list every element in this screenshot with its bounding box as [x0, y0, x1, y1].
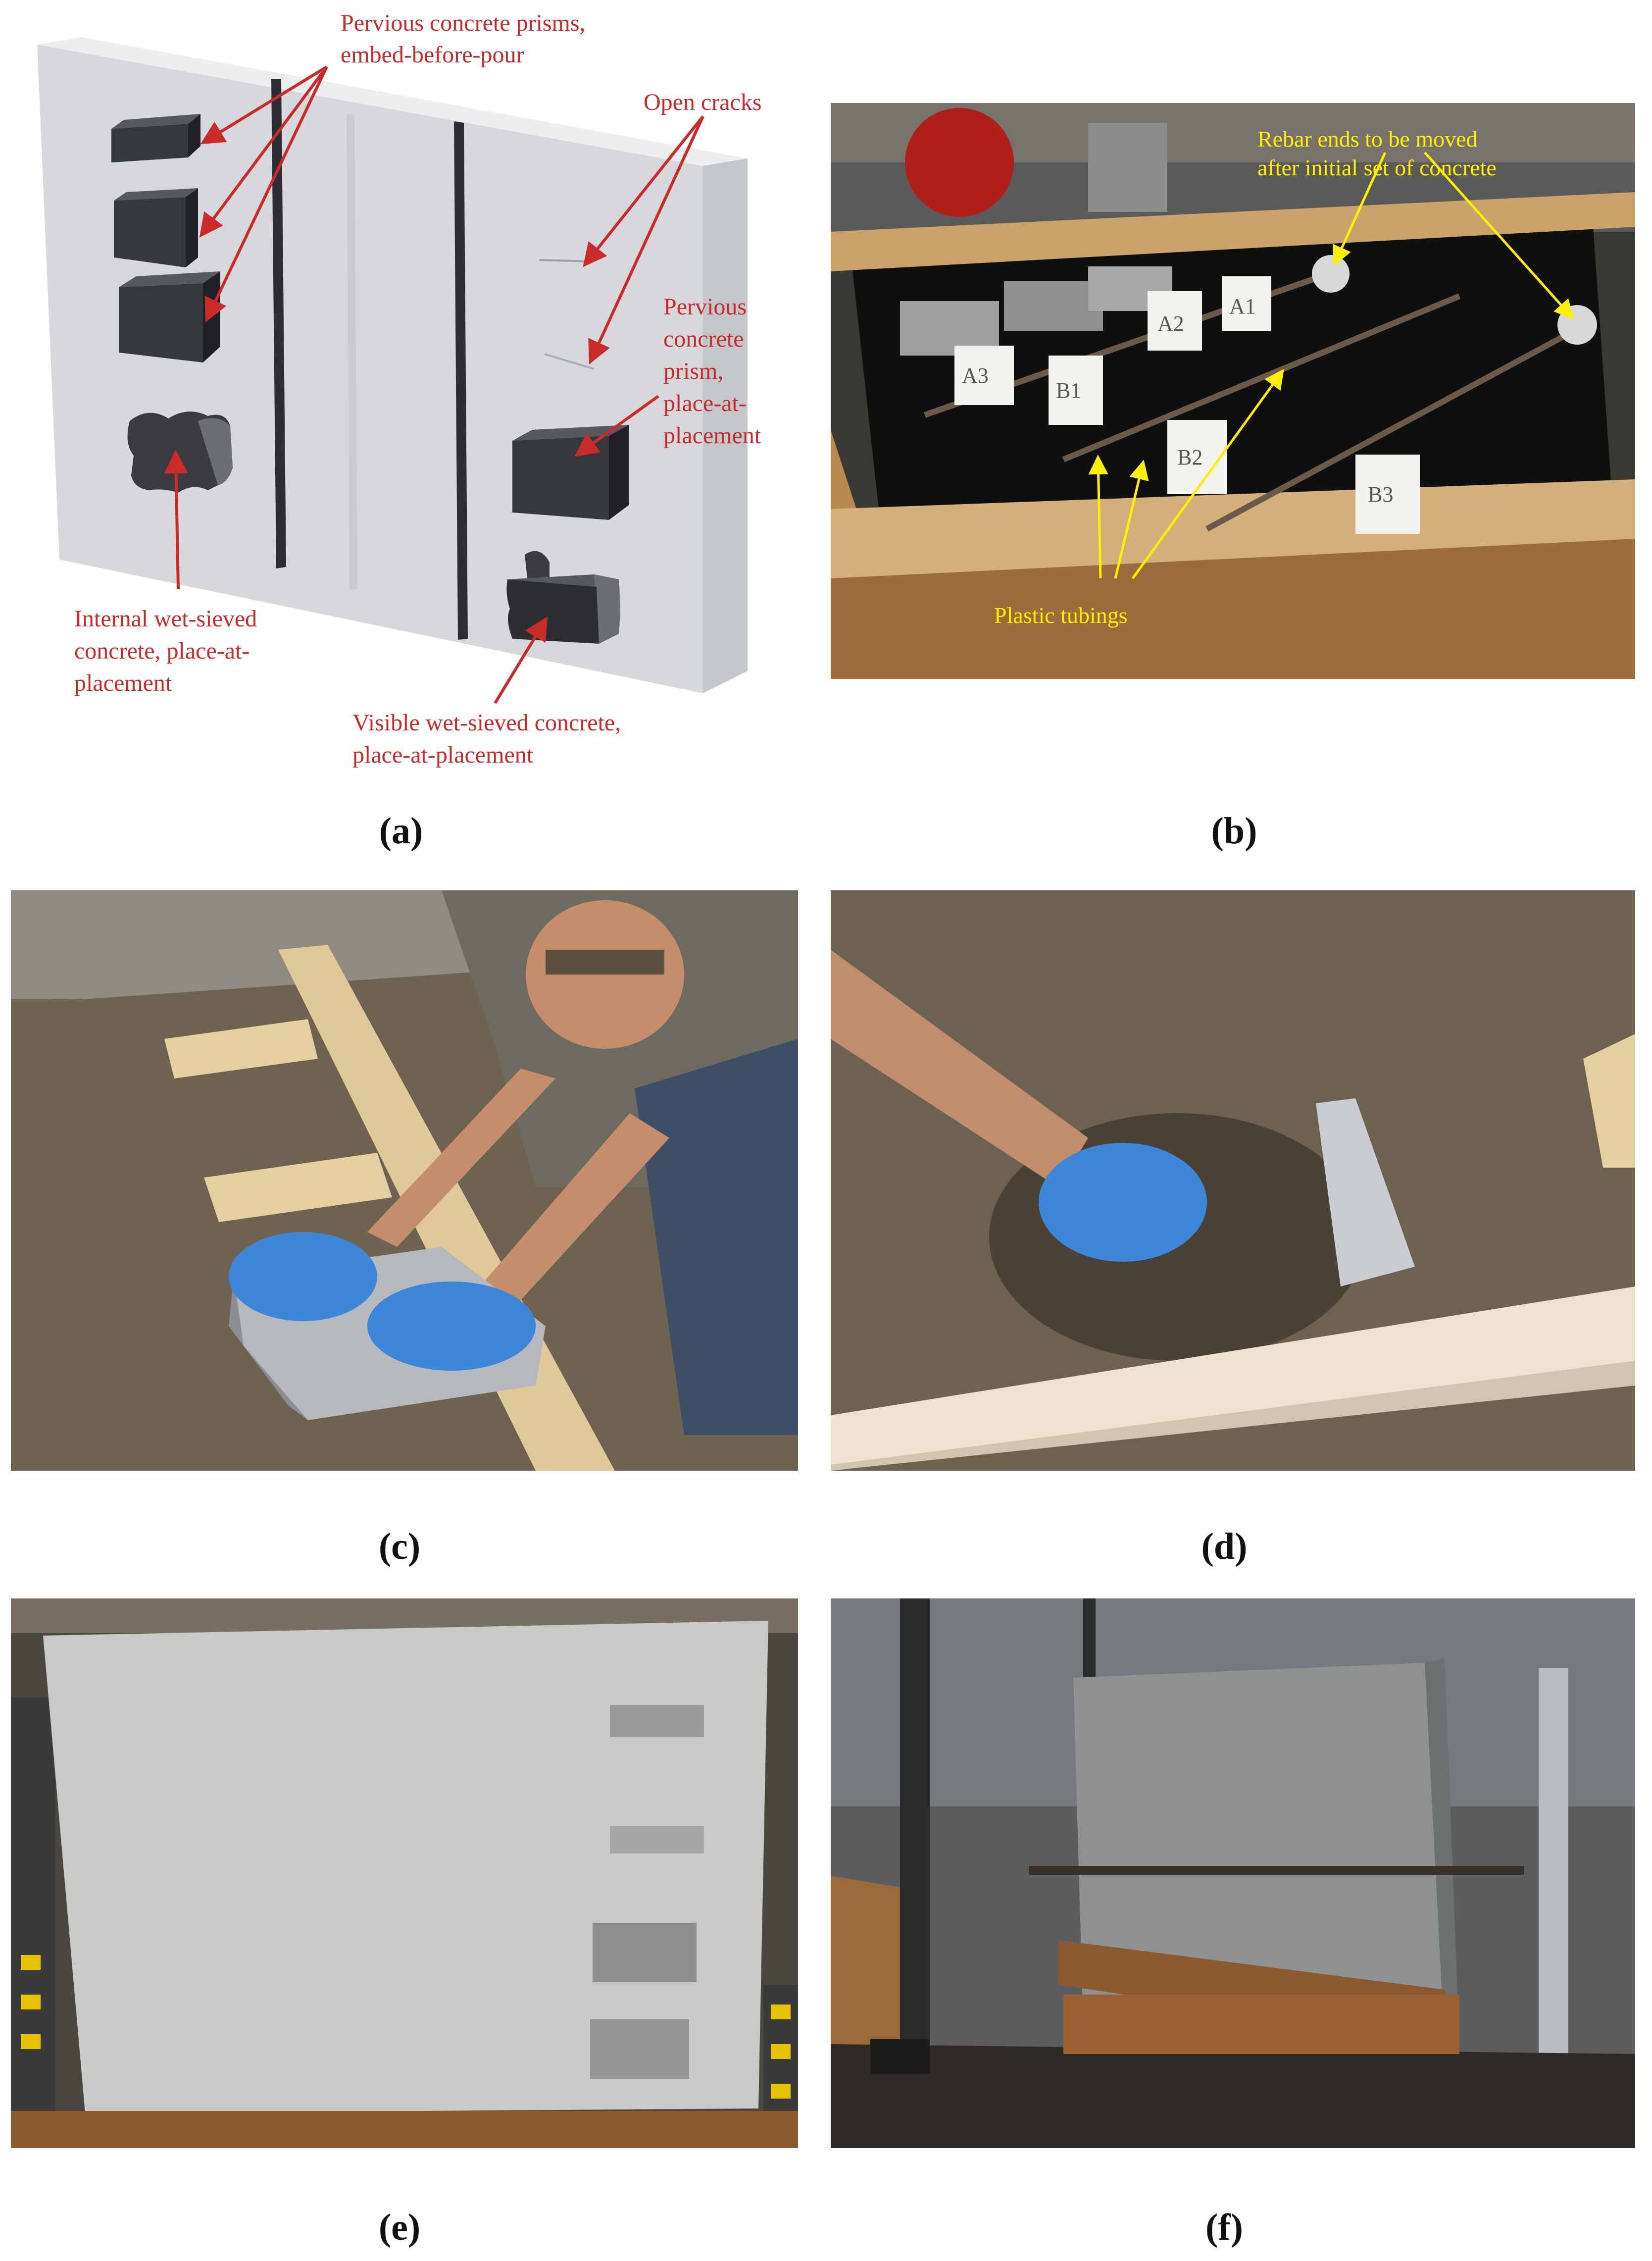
caption-a: (a) [379, 810, 423, 852]
wall-side-face [703, 158, 748, 693]
panel-a-schematic: Pervious concrete prisms, embed-before-p… [0, 0, 822, 792]
open-crack-1 [539, 259, 590, 262]
label-rebar-ends: Rebar ends to be moved after initial set… [1257, 126, 1497, 180]
trowelling-photo [831, 890, 1635, 1471]
card-b1: B1 [1056, 378, 1081, 403]
annotation-arrows-b [1088, 152, 1574, 579]
caption-f: (f) [1205, 2207, 1243, 2248]
internal-wet-sieved-block [127, 411, 233, 493]
prism-embed-1 [111, 114, 200, 162]
rebar-left [271, 79, 286, 568]
label-plastic-tubings: Plastic tubings [994, 603, 1128, 628]
prism-embed-2 [114, 188, 198, 267]
prism-place-at-placement [512, 425, 629, 520]
card-a2: A2 [1157, 311, 1184, 336]
wall-face-photo [11, 1598, 798, 2148]
open-crack-2 [544, 353, 595, 370]
rebar-right [454, 121, 468, 640]
prism-embed-3 [119, 271, 220, 362]
panel-c-photo [11, 890, 798, 1471]
caption-c: (c) [378, 1526, 421, 1567]
caption-b: (b) [1211, 810, 1257, 852]
card-b3: B3 [1368, 482, 1393, 507]
label-prism-place: Pervious concrete prism, place-at- place… [663, 294, 761, 449]
label-visible-wet-sieved: Visible wet-sieved concrete, place-at-pl… [352, 710, 627, 768]
card-b2: B2 [1177, 445, 1202, 469]
formwork-photo: A2 A1 A3 B1 B2 B3 Rebar ends to be moved… [831, 103, 1635, 679]
label-internal-wet-sieved: Internal wet-sieved concrete, place-at- … [74, 606, 263, 696]
wall-top-face [37, 37, 748, 166]
schematic-diagram: Pervious concrete prisms, embed-before-p… [37, 10, 762, 768]
label-open-cracks: Open cracks [644, 89, 762, 115]
annotation-arrows-a [164, 65, 704, 704]
card-a3: A3 [962, 363, 989, 388]
panel-d-photo [831, 890, 1635, 1471]
label-prisms-embed: Pervious concrete prisms, embed-before-p… [341, 10, 592, 68]
rebar-ghost [347, 114, 357, 589]
test-rig-photo [831, 1598, 1635, 2148]
panel-e-photo [11, 1598, 798, 2148]
panel-f-photo [831, 1598, 1635, 2148]
wall-front-face [37, 45, 703, 693]
placing-prism-photo [11, 890, 798, 1471]
caption-d: (d) [1201, 1526, 1248, 1567]
card-a1: A1 [1229, 294, 1256, 318]
caption-e: (e) [378, 2207, 421, 2248]
panel-b-photo: A2 A1 A3 B1 B2 B3 Rebar ends to be moved… [831, 103, 1635, 679]
